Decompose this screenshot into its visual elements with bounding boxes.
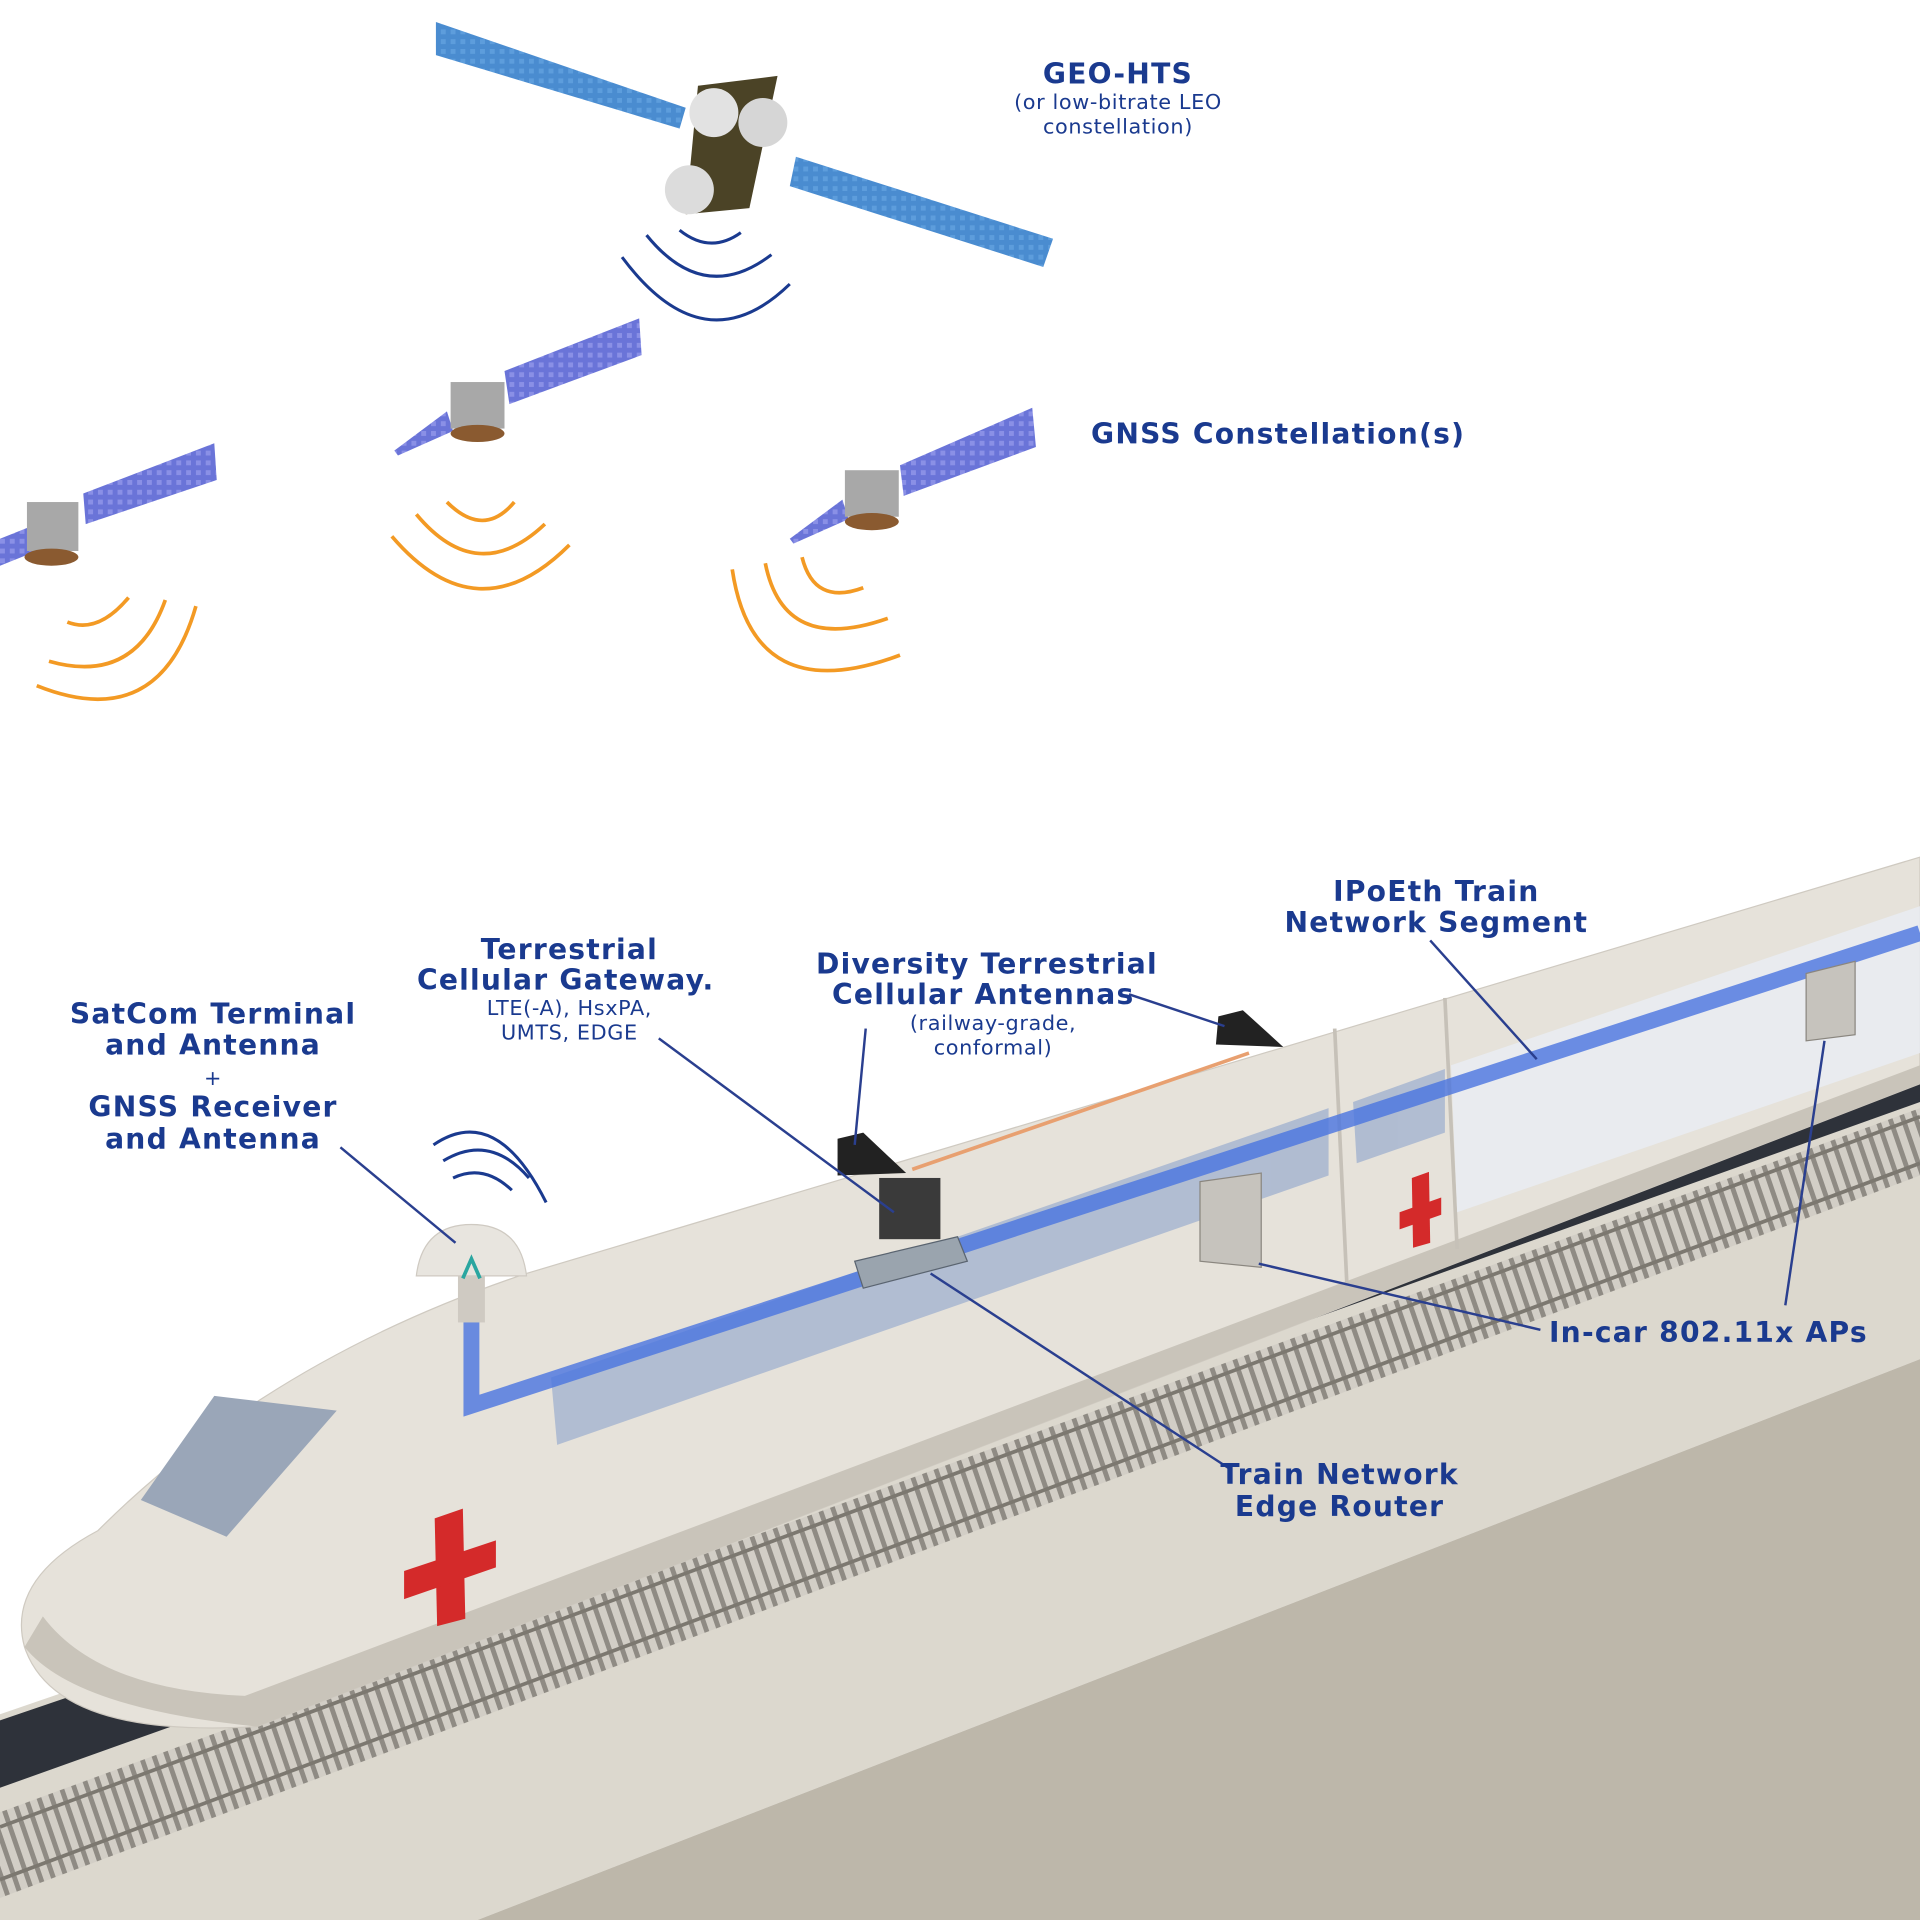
label-edge-router: Train Network Edge Router [1220, 1458, 1459, 1523]
cellular-antenna-rear [1215, 1010, 1284, 1047]
antenna-cable [911, 1051, 1250, 1172]
label-ipoeth-segment: IPoEth Train Network Segment [1284, 875, 1588, 939]
geo-subtitle-1: (or low-bitrate LEO [1014, 90, 1222, 114]
geo-satellite [435, 22, 1054, 267]
satcom-line-3: GNSS Receiver [88, 1091, 337, 1124]
antennas-line-3: (railway-grade, [910, 1011, 1076, 1035]
satcom-line-2: and Antenna [105, 1028, 321, 1061]
label-gnss-constellations: GNSS Constellation(s) [1091, 417, 1465, 450]
satcom-line-1: SatCom Terminal [70, 998, 356, 1031]
gateway-line-2: Cellular Gateway. [417, 963, 715, 996]
antennas-line-2: Cellular Antennas [832, 978, 1135, 1011]
ipoeth-line-1: IPoEth Train [1333, 875, 1539, 908]
callout-lines [339, 939, 1826, 1471]
antennas-line-1: Diversity Terrestrial [816, 947, 1158, 980]
antennas-line-4: conformal) [934, 1035, 1053, 1059]
gnss-satellite-3 [789, 407, 1036, 544]
gnss-satellite-1 [0, 443, 217, 566]
geo-subtitle-2: constellation) [1043, 114, 1193, 138]
gateway-line-3: LTE(-A), HsxPA, [487, 996, 652, 1020]
label-satcom-terminal: SatCom Terminal and Antenna + GNSS Recei… [70, 998, 356, 1156]
geo-title: GEO-HTS [1043, 57, 1193, 90]
gateway-line-4: UMTS, EDGE [501, 1021, 638, 1045]
wifi-ap-2 [1805, 960, 1856, 1042]
cellular-antenna-front [837, 1132, 907, 1176]
router-line-2: Edge Router [1235, 1490, 1444, 1523]
satcom-dome [415, 1223, 528, 1323]
red-cross-rear [1399, 1171, 1442, 1248]
wifi-ap-1 [1199, 1172, 1262, 1269]
windshield [140, 1395, 337, 1537]
red-cross-front [404, 1508, 496, 1627]
satcom-line-4: and Antenna [105, 1123, 321, 1156]
ipoeth-line-2: Network Segment [1284, 906, 1588, 939]
edge-router [853, 1236, 969, 1289]
gateway-line-1: Terrestrial [481, 933, 658, 966]
interior-cutaway [1451, 906, 1920, 1213]
satcom-plus: + [204, 1066, 222, 1090]
label-cellular-gateway: Terrestrial Cellular Gateway. LTE(-A), H… [417, 933, 715, 1045]
router-line-1: Train Network [1220, 1458, 1459, 1491]
train [20, 856, 1920, 1729]
label-diversity-antennas: Diversity Terrestrial Cellular Antennas … [816, 947, 1158, 1059]
gnss-satellite-2 [394, 318, 642, 456]
label-in-car-aps: In-car 802.11x APs [1549, 1316, 1868, 1349]
label-geo-hts: GEO-HTS (or low-bitrate LEO constellatio… [1014, 57, 1222, 138]
ipoeth-network-line [463, 925, 1920, 1417]
